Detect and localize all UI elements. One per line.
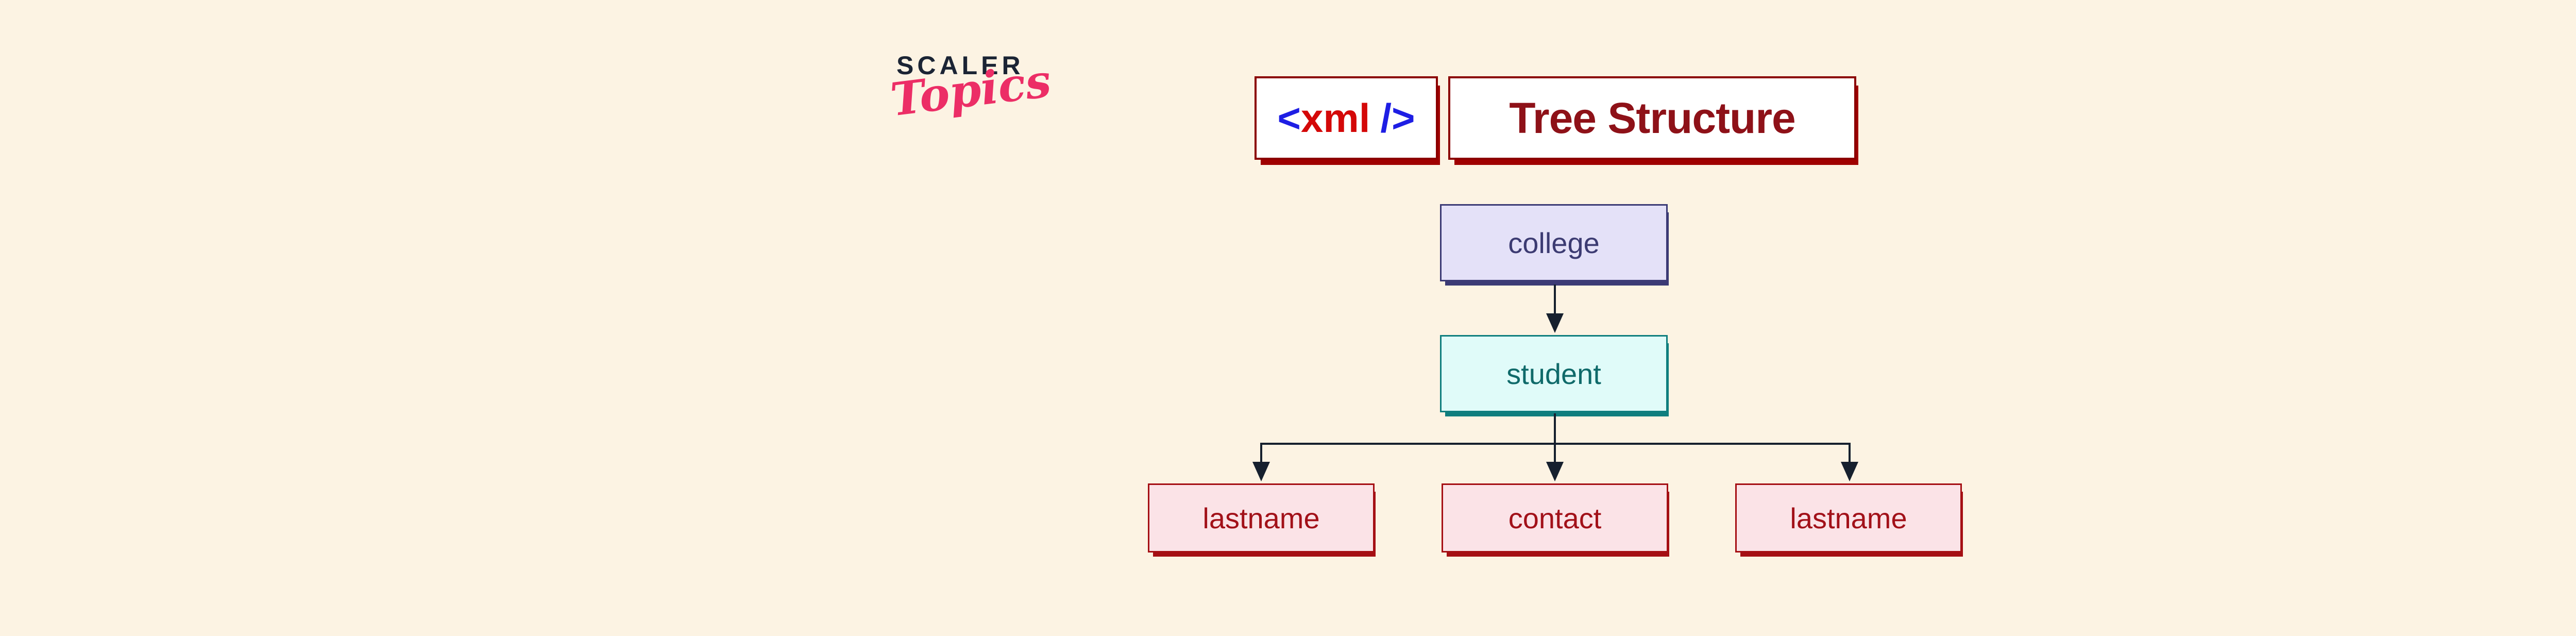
arrowhead-student-icon xyxy=(1546,313,1564,333)
tree-node-lastname-1-label: lastname xyxy=(1202,501,1320,534)
tree-node-contact-label: contact xyxy=(1508,501,1602,534)
tree-node-college: college xyxy=(1440,204,1668,281)
tree-node-lastname-2-label: lastname xyxy=(1790,501,1907,534)
diagram-title: Tree Structure xyxy=(1509,93,1796,142)
tree-node-student: student xyxy=(1440,335,1668,412)
tree-node-lastname-2: lastname xyxy=(1735,483,1962,553)
diagram-title-box: Tree Structure xyxy=(1448,76,1856,160)
tree-node-student-label: student xyxy=(1506,357,1601,390)
xml-badge-name: xml xyxy=(1300,95,1370,141)
xml-badge: <xml/> xyxy=(1255,76,1438,160)
arrowhead-lastname-1-icon xyxy=(1252,462,1270,481)
scaler-topics-logo: SCALER Topics xyxy=(888,51,1057,126)
xml-badge-open-bracket: < xyxy=(1277,95,1301,141)
arrowhead-contact-icon xyxy=(1546,462,1564,481)
logo-wordmark-scaler: SCALER xyxy=(896,51,1024,80)
tree-node-contact: contact xyxy=(1442,483,1668,553)
arrowhead-lastname-2-icon xyxy=(1841,462,1858,481)
xml-badge-close-bracket: /> xyxy=(1380,95,1415,141)
tree-node-lastname-1: lastname xyxy=(1148,483,1375,553)
tree-node-college-label: college xyxy=(1508,226,1600,259)
